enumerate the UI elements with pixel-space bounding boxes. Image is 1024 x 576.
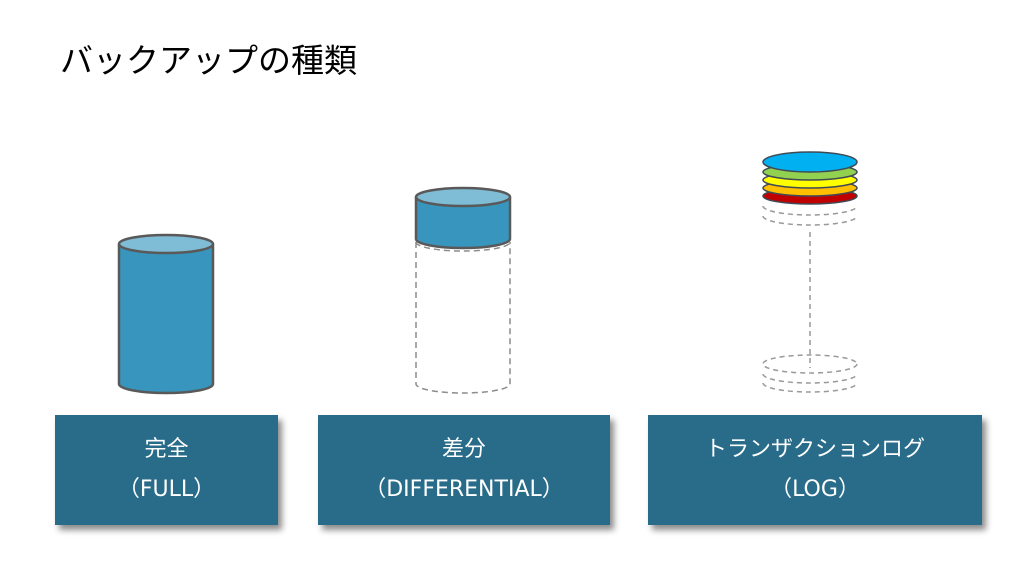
full-name: 完全 (144, 437, 189, 462)
log-backup-label-box: トランザクションログ （LOG） (648, 415, 982, 525)
full-backup-cylinder (117, 233, 215, 395)
differential-sub: （DIFFERENTIAL） (364, 477, 564, 502)
full-backup-label-box: 完全 （FULL） (55, 415, 278, 525)
slide-title: バックアップの種類 (60, 41, 357, 80)
differential-backup-cylinder (414, 186, 512, 394)
log-name: トランザクションログ (704, 437, 925, 462)
log-sub: （LOG） (770, 477, 860, 502)
log-backup-stack (762, 151, 858, 393)
differential-backup-label-box: 差分 （DIFFERENTIAL） (318, 415, 610, 525)
log-layer (762, 151, 858, 173)
full-sub: （FULL） (117, 477, 216, 502)
differential-name: 差分 (441, 437, 486, 462)
